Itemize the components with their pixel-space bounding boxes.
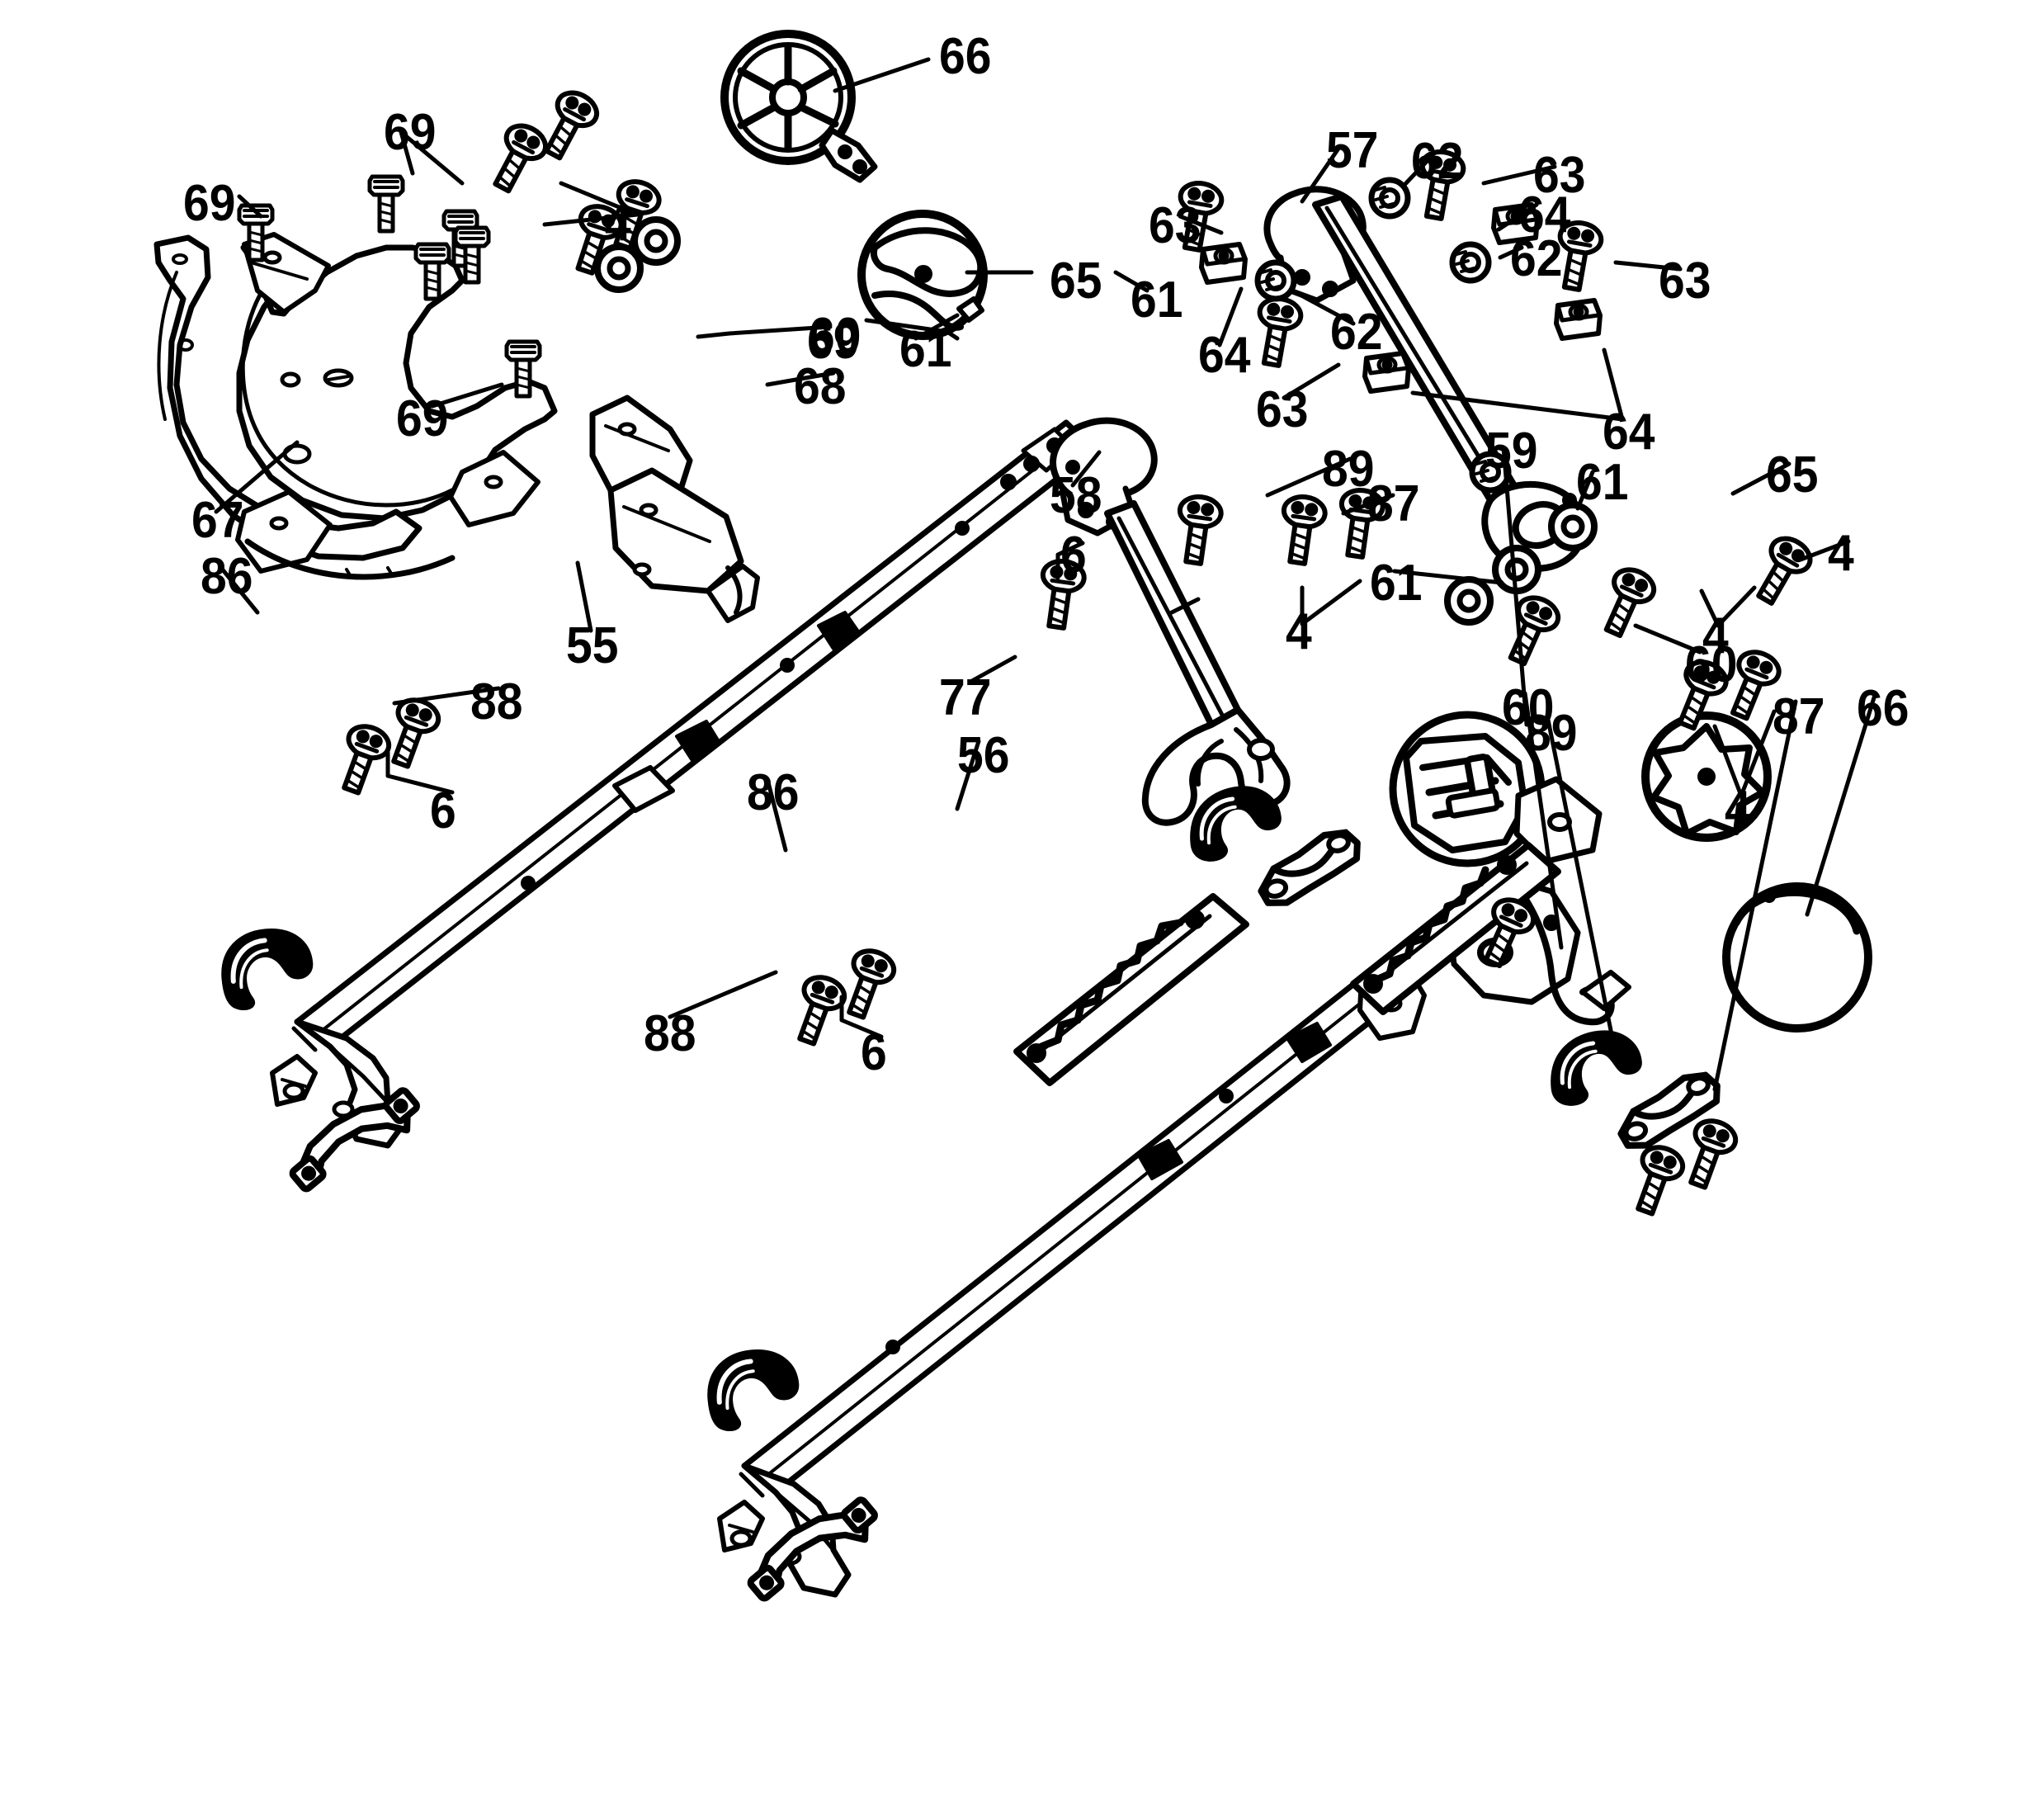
callout-hex-screw-63: 63: [1149, 197, 1201, 254]
callout-flat-washer-61: 61: [1576, 454, 1629, 511]
callout-hex-screw-63: 63: [1256, 381, 1309, 438]
part-68-mount-bracket: [589, 395, 760, 623]
callout-split-clamp-87: 87: [1773, 688, 1825, 745]
part-87-split-clamp-upper: [1251, 827, 1367, 909]
callout-upper-handle-tube-55: 55: [566, 617, 619, 674]
callout-hex-screw-63: 63: [1659, 253, 1711, 310]
leader-lines: [214, 57, 1877, 1092]
callout-knob-cover-65: 65: [1050, 253, 1102, 310]
callout-self-tapping-screw-6: 6: [1060, 527, 1087, 584]
callout-spoked-pulley-wheel-66: 66: [939, 28, 992, 85]
callout-knob-cover-65: 65: [1766, 447, 1819, 503]
part-57-link-bar: [1263, 186, 1588, 572]
fastener-69: [370, 177, 403, 231]
callout-self-tapping-screw-6: 6: [430, 782, 456, 839]
fastener-61: [1551, 505, 1594, 548]
fastener-6: [1173, 494, 1223, 565]
fastener-61: [597, 247, 640, 290]
part-89-saddle-upper: [1187, 784, 1283, 861]
fastener-4: [1626, 1142, 1687, 1218]
part-66-plain-disc: [1722, 882, 1872, 1033]
callout-flat-washer-61: 61: [899, 321, 952, 378]
callout-shoulder-screw-60: 60: [1502, 679, 1555, 736]
callout-hex-screw-63: 63: [1533, 147, 1586, 204]
fastener-6: [332, 721, 393, 797]
callout-lock-washer-62: 62: [1510, 230, 1563, 287]
callout-machine-screw-4: 4: [605, 195, 631, 252]
callout-lower-handle-tube-56: 56: [957, 727, 1010, 784]
part-89-saddle-lower: [1548, 1028, 1644, 1105]
callout-strap-clamp-88: 88: [470, 673, 523, 730]
callout-control-housing-59: 59: [1485, 423, 1538, 480]
callout-flat-washer-61: 61: [1370, 555, 1423, 612]
callout-plain-disc-66: 66: [1857, 680, 1909, 737]
callout-lock-washer-62: 62: [1330, 304, 1383, 361]
part-77-rack-strip-second: [1350, 842, 1561, 1015]
part-86-grip-lower: [706, 1348, 801, 1431]
callout-machine-screw-4: 4: [1286, 603, 1312, 660]
callout-notched-rack-strip-77: 77: [939, 669, 992, 726]
callout-flat-washer-61: 61: [1131, 272, 1183, 328]
part-65-knob-cover-top: [857, 210, 988, 340]
callout-shoulder-screw-60: 60: [1685, 636, 1738, 693]
part-77-rack-strip: [1013, 893, 1249, 1086]
fastener-6: [837, 946, 898, 1022]
part-67-guard-plate: [153, 232, 558, 580]
callout-diagonal-link-bar-57: 57: [1326, 122, 1379, 179]
fastener-4: [1277, 494, 1327, 565]
callout-screw-69: 69: [384, 104, 437, 161]
part-59-control-housing: [1389, 711, 1603, 867]
callout-clamp-saddle-89: 89: [1525, 705, 1578, 762]
fastener-63: [1251, 295, 1303, 367]
fastener-64: [1556, 300, 1600, 338]
callout-handle-grip-end-86: 86: [747, 764, 800, 821]
callout-c-shaped-guard-plate-67: 67: [191, 492, 244, 549]
fastener-6: [787, 972, 848, 1048]
fastener-4: [1747, 532, 1815, 610]
part-65-knob-cover-right: [1641, 711, 1772, 842]
callout-shoulder-screw-60: 60: [809, 308, 862, 365]
fastener-64: [1201, 244, 1245, 282]
fastener-61: [635, 220, 677, 262]
callout-screw-69: 69: [807, 313, 860, 370]
fastener-61: [1447, 579, 1490, 622]
callout-clamp-saddle-89: 89: [1322, 441, 1375, 498]
callout-square-nut-64: 64: [1198, 327, 1251, 384]
callout-handle-grip-end-86: 86: [201, 548, 253, 605]
fastener-4: [1678, 1116, 1740, 1192]
fastener-6: [381, 695, 442, 771]
callout-self-tapping-screw-6: 6: [861, 1024, 887, 1081]
callout-fork-lever-arm-58: 58: [1050, 467, 1102, 524]
fastener-62: [1452, 244, 1489, 281]
callout-screw-69: 69: [396, 390, 449, 447]
callout-machine-screw-4: 4: [1725, 781, 1751, 838]
fastener-62: [1258, 262, 1294, 299]
callout-strap-clamp-88: 88: [644, 1005, 696, 1062]
callout-screw-69: 69: [183, 175, 236, 232]
callout-square-nut-64: 64: [1603, 404, 1655, 461]
callout-lock-washer-62: 62: [1411, 133, 1464, 190]
callout-mount-bracket-68: 68: [794, 358, 847, 415]
fastener-60: [1499, 592, 1563, 669]
callout-machine-screw-4: 4: [1828, 525, 1854, 582]
part-66-spoked-wheel: [720, 30, 878, 183]
fastener-4: [484, 120, 551, 197]
callout-split-clamp-87: 87: [1367, 475, 1420, 532]
part-86-grip-upper: [220, 927, 315, 1010]
callout-machine-screw-4: 4: [1702, 607, 1729, 664]
callout-square-nut-64: 64: [1518, 187, 1571, 243]
